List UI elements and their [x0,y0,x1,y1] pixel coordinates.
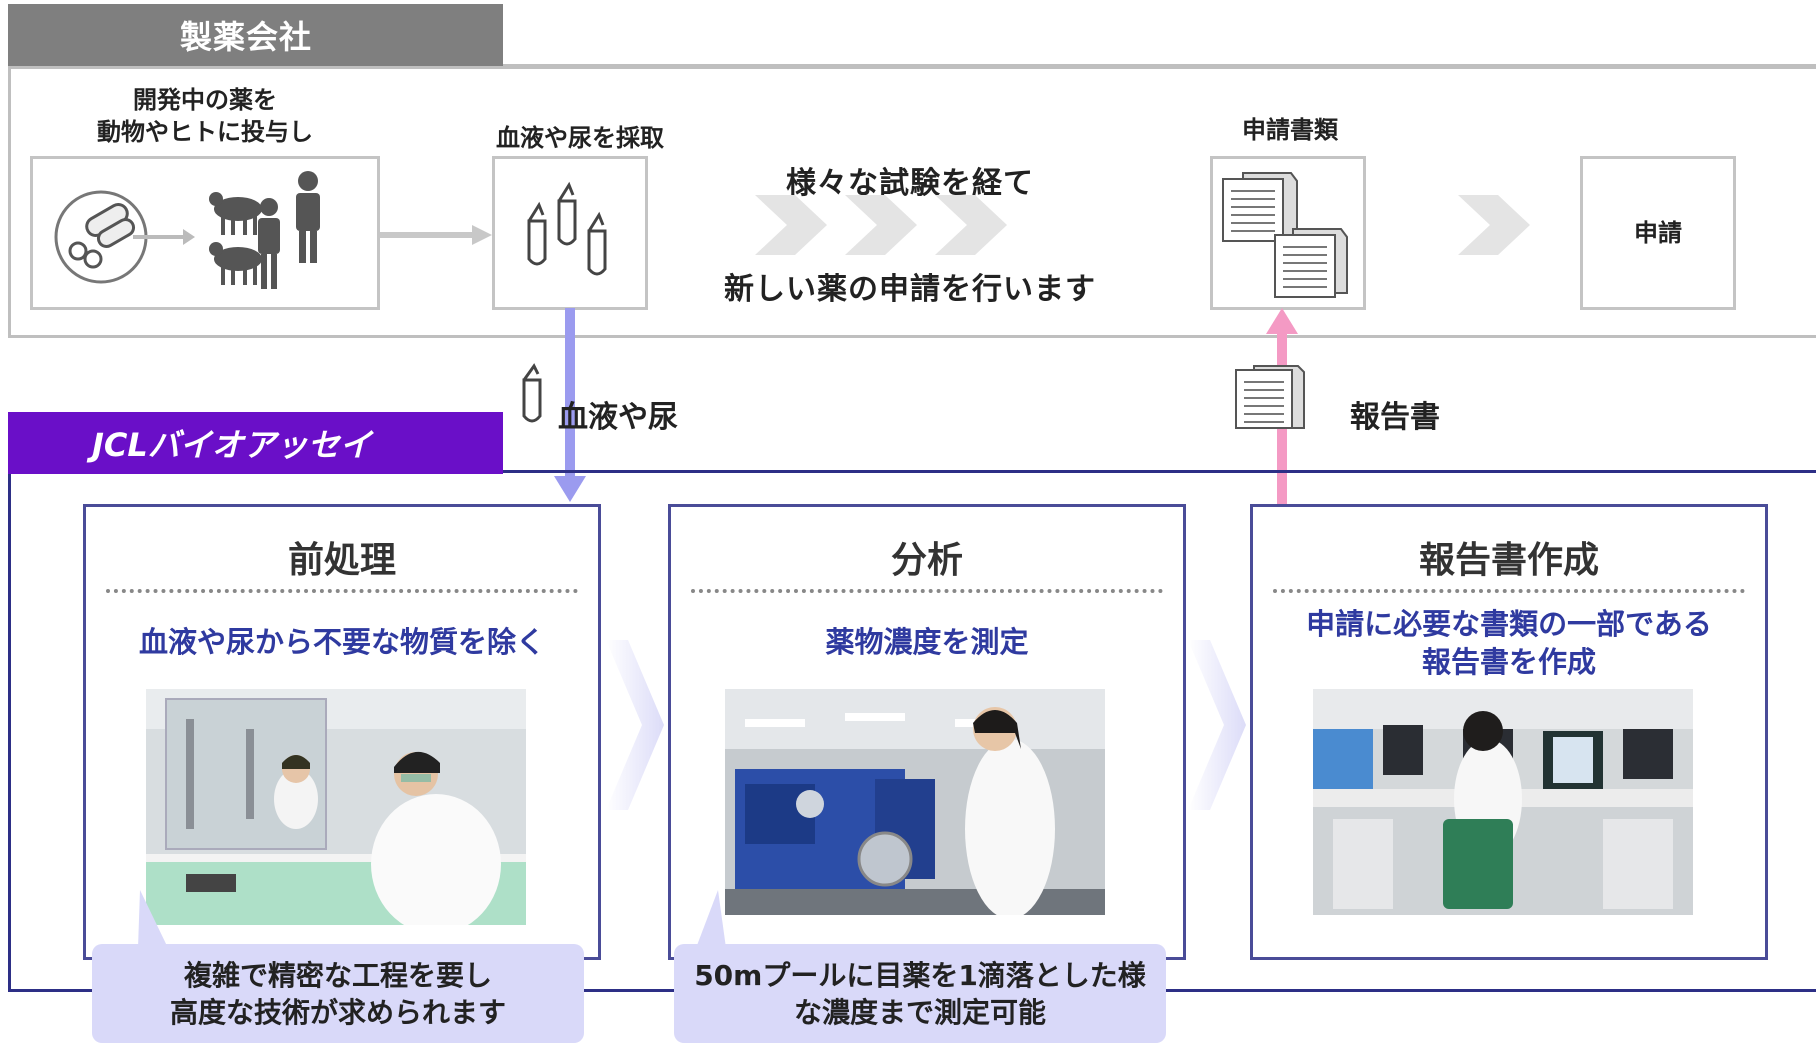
callout-line1: 複雑で精密な工程を要し [183,958,492,992]
chevron-right-icon [755,195,1007,255]
docs-label: 申請書類 [1242,116,1338,144]
process-message-line2: 新しい薬の申請を行います [724,272,1096,307]
person-icon [258,171,320,289]
step-title: 報告書作成 [1418,540,1599,581]
process-message-line1: 様々な試験を経て [786,166,1034,201]
step-desc-line1: 申請に必要な書類の一部である [1306,607,1712,641]
dose-label-line1: 開発中の薬を [133,86,277,114]
lab-panel-topline [503,470,1816,473]
company-tag: 製薬会社 [8,4,503,66]
sheep-icon [209,192,262,285]
chevron-right-icon [1188,640,1246,810]
arrow-right-icon [133,229,195,245]
dose-label-line2: 動物やヒトに投与し [97,118,313,146]
docs-box [1210,156,1366,310]
step-desc-line2: 報告書を作成 [1421,645,1596,679]
step-card-preprocess: 前処理 血液や尿から不要な物質を除く [83,504,601,960]
apply-box: 申請 [1580,156,1736,310]
company-panel-topline [503,64,1816,67]
callout-pointer [696,890,726,948]
report-photo [1313,689,1693,915]
preprocess-photo [146,689,526,925]
collect-box [492,156,648,310]
callout-preprocess: 複雑で精密な工程を要し 高度な技術が求められます [92,944,584,1043]
arrow-down-icon [554,308,586,502]
chevron-right-icon [1458,195,1530,255]
dose-label: 開発中の薬を 動物やヒトに投与し [60,84,350,148]
arrow-right-icon [380,225,492,245]
pills-icon [54,190,148,284]
test-tube-icon [522,363,542,423]
step-title: 分析 [890,540,963,581]
callout-line1: 50mプールに目薬を1滴落とした様 [694,958,1146,992]
apply-label: 申請 [1634,219,1682,247]
documents-icon [1222,172,1348,298]
step-title: 前処理 [287,540,396,581]
divider [691,589,1163,593]
report-label: 報告書 [1350,400,1440,435]
step-desc: 薬物濃度を測定 [825,625,1029,659]
step-desc: 血液や尿から不要な物質を除く [138,625,545,659]
divider [1273,589,1745,593]
lab-tag: JCLバイオアッセイ [8,412,503,474]
callout-line2: 高度な技術が求められます [169,995,506,1029]
step-desc: 申請に必要な書類の一部である 報告書を作成 [1253,605,1765,681]
dose-box [30,156,380,310]
collect-label: 血液や尿を採取 [496,124,664,152]
analysis-photo [725,689,1105,915]
step-card-report: 報告書作成 申請に必要な書類の一部である 報告書を作成 [1250,504,1768,960]
divider [106,589,578,593]
test-tube-icon [527,181,607,276]
documents-icon [1235,365,1305,429]
sample-label: 血液や尿 [558,400,678,435]
step-card-analysis: 分析 薬物濃度を測定 [668,504,1186,960]
callout-line2: な濃度まで測定可能 [793,995,1046,1029]
callout-analysis: 50mプールに目薬を1滴落とした様 な濃度まで測定可能 [674,944,1166,1043]
chevron-right-icon [606,640,664,810]
callout-pointer [138,890,168,948]
